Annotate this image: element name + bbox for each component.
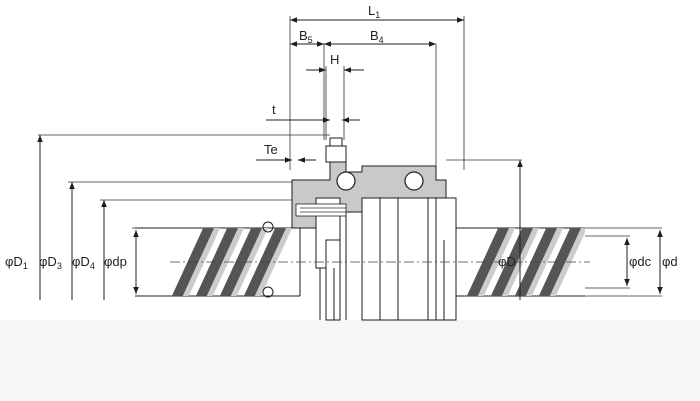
- return-ball-bottom: [262, 286, 274, 298]
- bearing-ball-right: [404, 171, 424, 191]
- footer-band: [0, 320, 700, 401]
- label-L1: L1: [368, 3, 380, 20]
- dim-H: [306, 66, 364, 140]
- screw-shaft-left: [135, 221, 300, 298]
- bearing-ball-left: [336, 171, 356, 191]
- dim-B5: [290, 41, 325, 140]
- set-screw: [295, 203, 347, 217]
- label-Te: Te: [264, 142, 278, 157]
- label-B4: B4: [370, 28, 384, 45]
- label-D1: φD1: [5, 254, 28, 271]
- label-H: H: [330, 52, 339, 67]
- dim-d: [585, 227, 663, 297]
- label-D3: φD3: [39, 254, 62, 271]
- label-dc: φdc: [629, 254, 652, 269]
- dim-B4: [324, 41, 437, 166]
- label-B5: B5: [299, 28, 313, 45]
- label-d: φd: [662, 254, 678, 269]
- nut-flange-body: [291, 137, 457, 321]
- dim-D3: [68, 181, 292, 300]
- label-t: t: [272, 102, 276, 117]
- label-dp: φdp: [104, 254, 127, 269]
- return-ball-top: [262, 221, 274, 233]
- dim-dp: [132, 227, 139, 294]
- label-D4: φD4: [72, 254, 95, 271]
- dim-D1: [37, 134, 330, 300]
- dim-D4: [100, 199, 292, 300]
- dim-dc: [585, 235, 630, 289]
- label-D: φD: [498, 254, 516, 269]
- dim-D: [446, 159, 523, 300]
